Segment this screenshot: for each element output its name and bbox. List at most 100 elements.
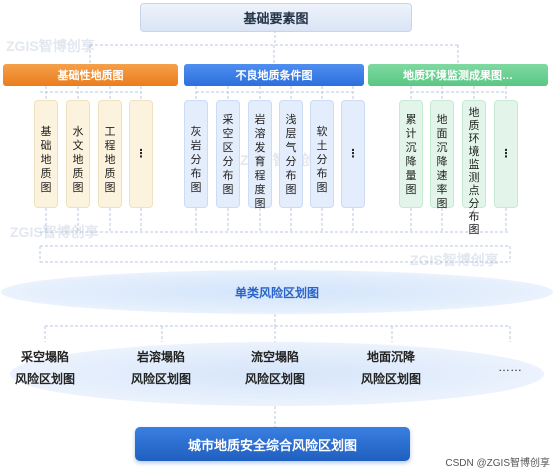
card-char: 分	[222, 156, 234, 168]
card-char: 累	[405, 114, 417, 126]
card-char: 图	[190, 182, 202, 194]
map-card: 浅层气分布图	[279, 100, 303, 208]
card-char: 地	[436, 114, 448, 126]
map-card-ellipsis: ⋮	[494, 100, 518, 208]
card-char: 图	[40, 182, 52, 194]
card-char: 图	[104, 182, 116, 194]
map-card: 地质环境监测点分布图	[462, 100, 486, 236]
card-char: 分	[285, 156, 297, 168]
map-card: 岩溶发育程度图	[248, 100, 272, 210]
card-char: 测	[468, 172, 480, 184]
comprehensive-risk-banner: 城市地质安全综合风险区划图	[135, 427, 410, 461]
card-char: 图	[285, 184, 297, 196]
map-card: 累计沉降量图	[399, 100, 423, 208]
card-char: 分	[468, 198, 480, 210]
card-char: 图	[316, 182, 328, 194]
card-char: 地	[40, 154, 52, 166]
card-char: 土	[316, 140, 328, 152]
card-char: 质	[40, 168, 52, 180]
card-char: 布	[468, 211, 480, 223]
card-char: 地	[104, 154, 116, 166]
card-char: 量	[405, 170, 417, 182]
card-char: 软	[316, 126, 328, 138]
card-char: 地	[468, 107, 480, 119]
card-char: 发	[254, 142, 266, 154]
card-char: 空	[222, 128, 234, 140]
card-char: 图	[72, 182, 84, 194]
card-char: 质	[104, 168, 116, 180]
card-char: 境	[468, 146, 480, 158]
risk-map-line1: 流空塌陷	[250, 350, 299, 364]
map-card: 水文地质图	[66, 100, 90, 208]
card-char: 基	[40, 126, 52, 138]
risk-map-line1: 地面沉降	[366, 350, 415, 364]
category-label: 基础性地质图	[57, 70, 124, 82]
card-char: 图	[405, 184, 417, 196]
card-char: 沉	[405, 142, 417, 154]
card-char: 质	[72, 168, 84, 180]
base-elements-banner: 基础要素图	[140, 3, 412, 32]
card-char: 水	[72, 126, 84, 138]
card-char: 布	[190, 168, 202, 180]
card-char: 程	[104, 140, 116, 152]
card-char: 地	[72, 154, 84, 166]
card-char: 分	[190, 154, 202, 166]
card-char: 文	[72, 140, 84, 152]
risk-map-line2: 风险区划图	[244, 372, 305, 386]
card-char: 分	[316, 154, 328, 166]
risk-map-line2: 风险区划图	[130, 372, 191, 386]
footer-credit: CSDN @ZGIS智博创享	[445, 458, 550, 469]
map-card: 地面沉降速率图	[430, 100, 454, 210]
risk-map-ellipsis: ……	[490, 356, 530, 378]
risk-maps-ellipse	[10, 342, 544, 406]
card-char: 区	[222, 142, 234, 154]
map-card-ellipsis: ⋮	[129, 100, 153, 208]
map-card-ellipsis: ⋮	[341, 100, 365, 208]
card-char: 质	[468, 120, 480, 132]
card-char: 工	[104, 126, 116, 138]
card-char: 溶	[254, 128, 266, 140]
card-char: 降	[405, 156, 417, 168]
card-char: 灰	[190, 126, 202, 138]
base-elements-title: 基础要素图	[243, 11, 309, 26]
card-char: 岩	[254, 114, 266, 126]
card-char: 图	[468, 224, 480, 236]
comprehensive-risk-label: 城市地质安全综合风险区划图	[187, 437, 357, 453]
card-char: 度	[254, 184, 266, 196]
risk-map-line1: 采空塌陷	[20, 350, 69, 364]
ellipsis-glyph: ⋮	[500, 148, 512, 160]
card-char: 计	[405, 128, 417, 140]
card-char: 础	[40, 140, 52, 152]
card-char: 岩	[190, 140, 202, 152]
card-char: 育	[254, 156, 266, 168]
card-char: 率	[436, 184, 448, 196]
risk-map-line1: 岩溶塌陷	[136, 350, 185, 364]
category-label: 不良地质条件图	[235, 70, 313, 82]
risk-map-flow-collapse: 流空塌陷 风险区划图	[238, 346, 312, 390]
card-char: 布	[285, 170, 297, 182]
risk-map-land-subsidence: 地面沉降 风险区划图	[354, 346, 428, 390]
card-char: 速	[436, 170, 448, 182]
risk-map-ellipsis-text: ……	[498, 360, 522, 374]
map-card: 采空区分布图	[216, 100, 240, 208]
card-char: 环	[468, 133, 480, 145]
ellipsis-glyph: ⋮	[347, 148, 359, 160]
risk-map-line2: 风险区划图	[360, 372, 421, 386]
card-char: 采	[222, 114, 234, 126]
map-card: 基础地质图	[34, 100, 58, 208]
card-char: 沉	[436, 142, 448, 154]
card-char: 图	[222, 184, 234, 196]
card-char: 面	[436, 128, 448, 140]
category-adverse-geology: 不良地质条件图	[184, 64, 364, 86]
card-char: 气	[285, 142, 297, 154]
ellipsis-glyph: ⋮	[135, 148, 147, 160]
card-char: 布	[222, 170, 234, 182]
map-card: 软土分布图	[310, 100, 334, 208]
single-risk-zoning-label: 单类风险区划图	[234, 285, 319, 300]
map-card: 灰岩分布图	[184, 100, 208, 208]
card-char: 图	[436, 198, 448, 210]
card-char: 布	[316, 168, 328, 180]
card-char: 程	[254, 170, 266, 182]
card-char: 降	[436, 156, 448, 168]
